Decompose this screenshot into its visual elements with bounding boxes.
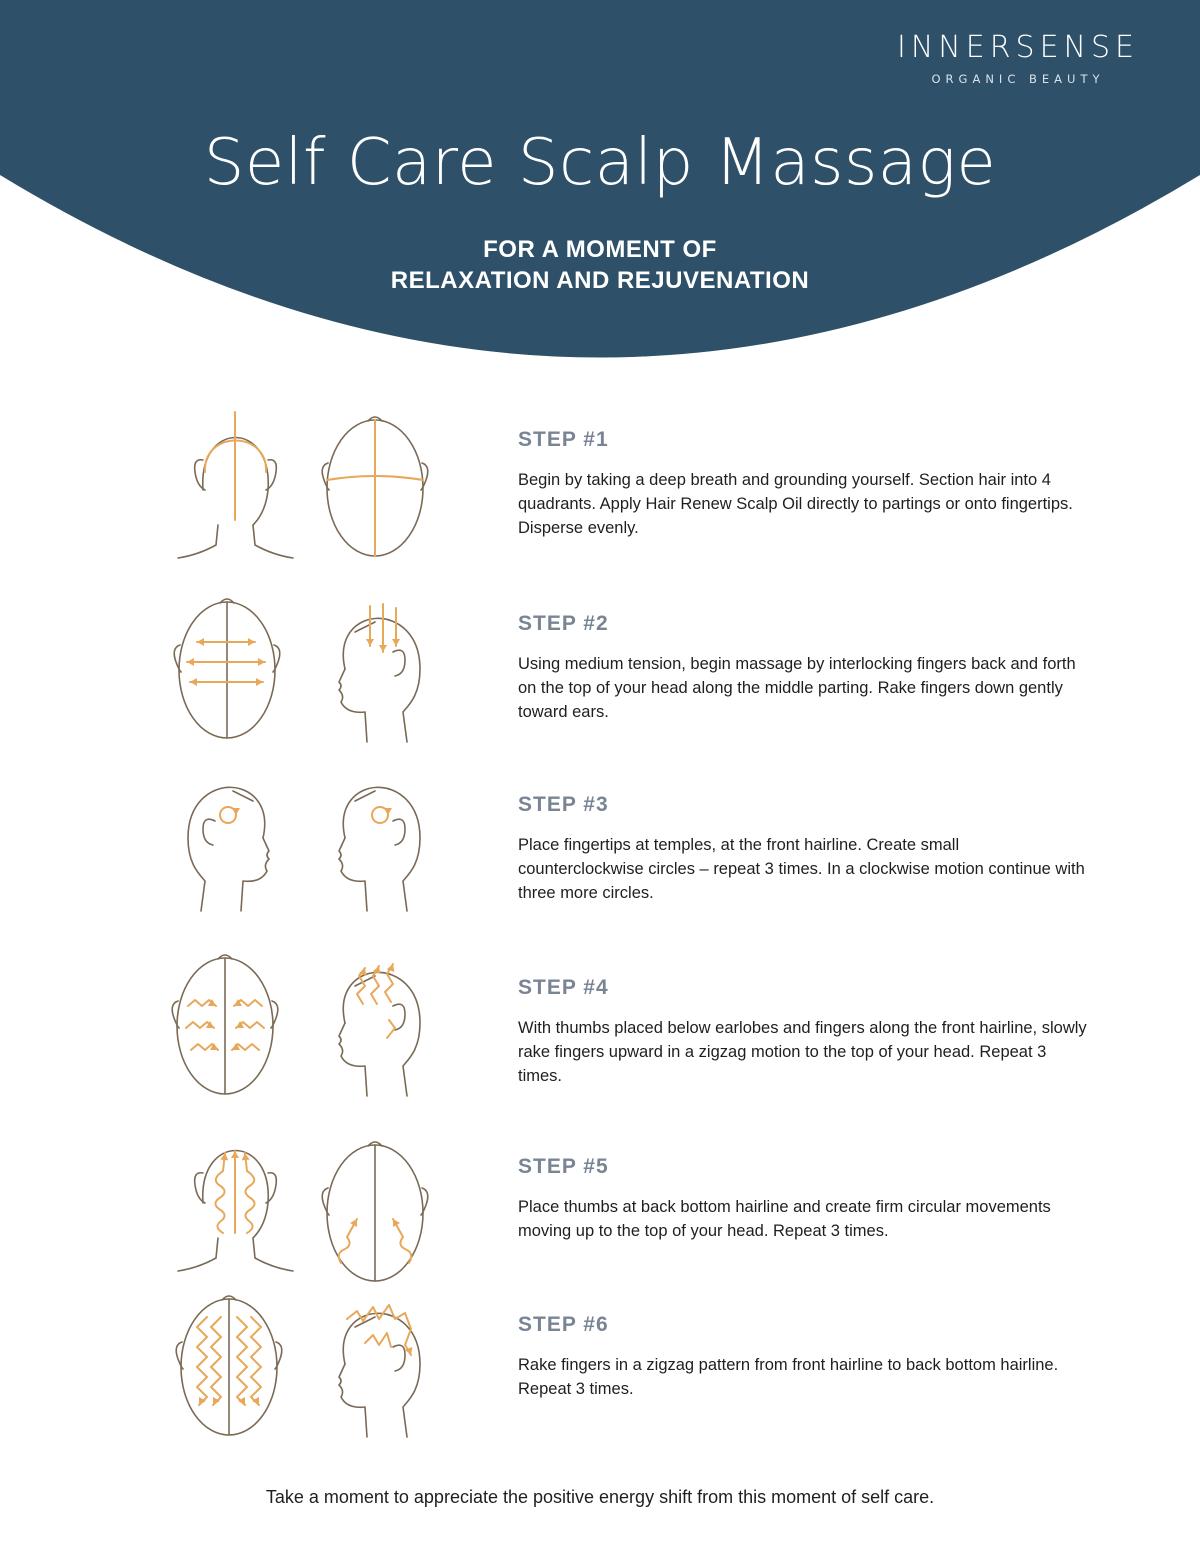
step-5-illustration [177, 1141, 429, 1282]
side-head-icon [338, 1304, 421, 1438]
brand-tagline: ORGANIC BEAUTY [931, 72, 1105, 86]
step-6-label: STEP #6 [518, 1313, 609, 1336]
top-head-icon [175, 1295, 283, 1436]
top-head-icon [321, 1141, 429, 1282]
step-6-text: Rake fingers in a zigzag pattern from fr… [518, 1356, 1059, 1398]
side-head-icon [338, 786, 421, 912]
page-subtitle: FOR A MOMENT OF RELAXATION AND REJUVENAT… [0, 234, 1200, 296]
subtitle-line-2: RELAXATION AND REJUVENATION [390, 267, 810, 294]
step-2-label: STEP #2 [518, 612, 609, 635]
step-6-illustration [175, 1295, 421, 1438]
top-head-icon [171, 954, 279, 1095]
step-4-text: With thumbs placed below earlobes and fi… [518, 1019, 1087, 1085]
step-5-label: STEP #5 [518, 1155, 609, 1178]
side-head-icon [338, 603, 421, 743]
footer-note: Take a moment to appreciate the positive… [265, 1487, 935, 1507]
step-4-label: STEP #4 [518, 976, 609, 999]
step-1-text: Begin by taking a deep breath and ground… [518, 471, 1073, 537]
brand-logo: INNERSENSE [897, 30, 1139, 65]
side-head-icon [187, 786, 270, 912]
step-2-illustration [173, 598, 421, 743]
step-4-illustration [171, 954, 421, 1097]
side-head-icon [338, 962, 421, 1097]
page-title: Self Care Scalp Massage [203, 126, 997, 200]
step-3-text: Place fingertips at temples, at the fron… [518, 836, 1085, 902]
step-3-illustration [187, 786, 421, 912]
back-head-icon [177, 411, 294, 559]
step-1-label: STEP #1 [518, 428, 609, 451]
top-head-icon [321, 416, 429, 557]
top-head-icon [173, 598, 281, 739]
step-1-illustration [177, 411, 429, 559]
back-head-icon [177, 1149, 294, 1272]
step-3-label: STEP #3 [518, 793, 609, 816]
subtitle-line-1: FOR A MOMENT OF [483, 236, 717, 263]
header-banner [0, 0, 1200, 358]
step-2-text: Using medium tension, begin massage by i… [518, 655, 1076, 721]
step-5-text: Place thumbs at back bottom hairline and… [518, 1198, 1051, 1240]
